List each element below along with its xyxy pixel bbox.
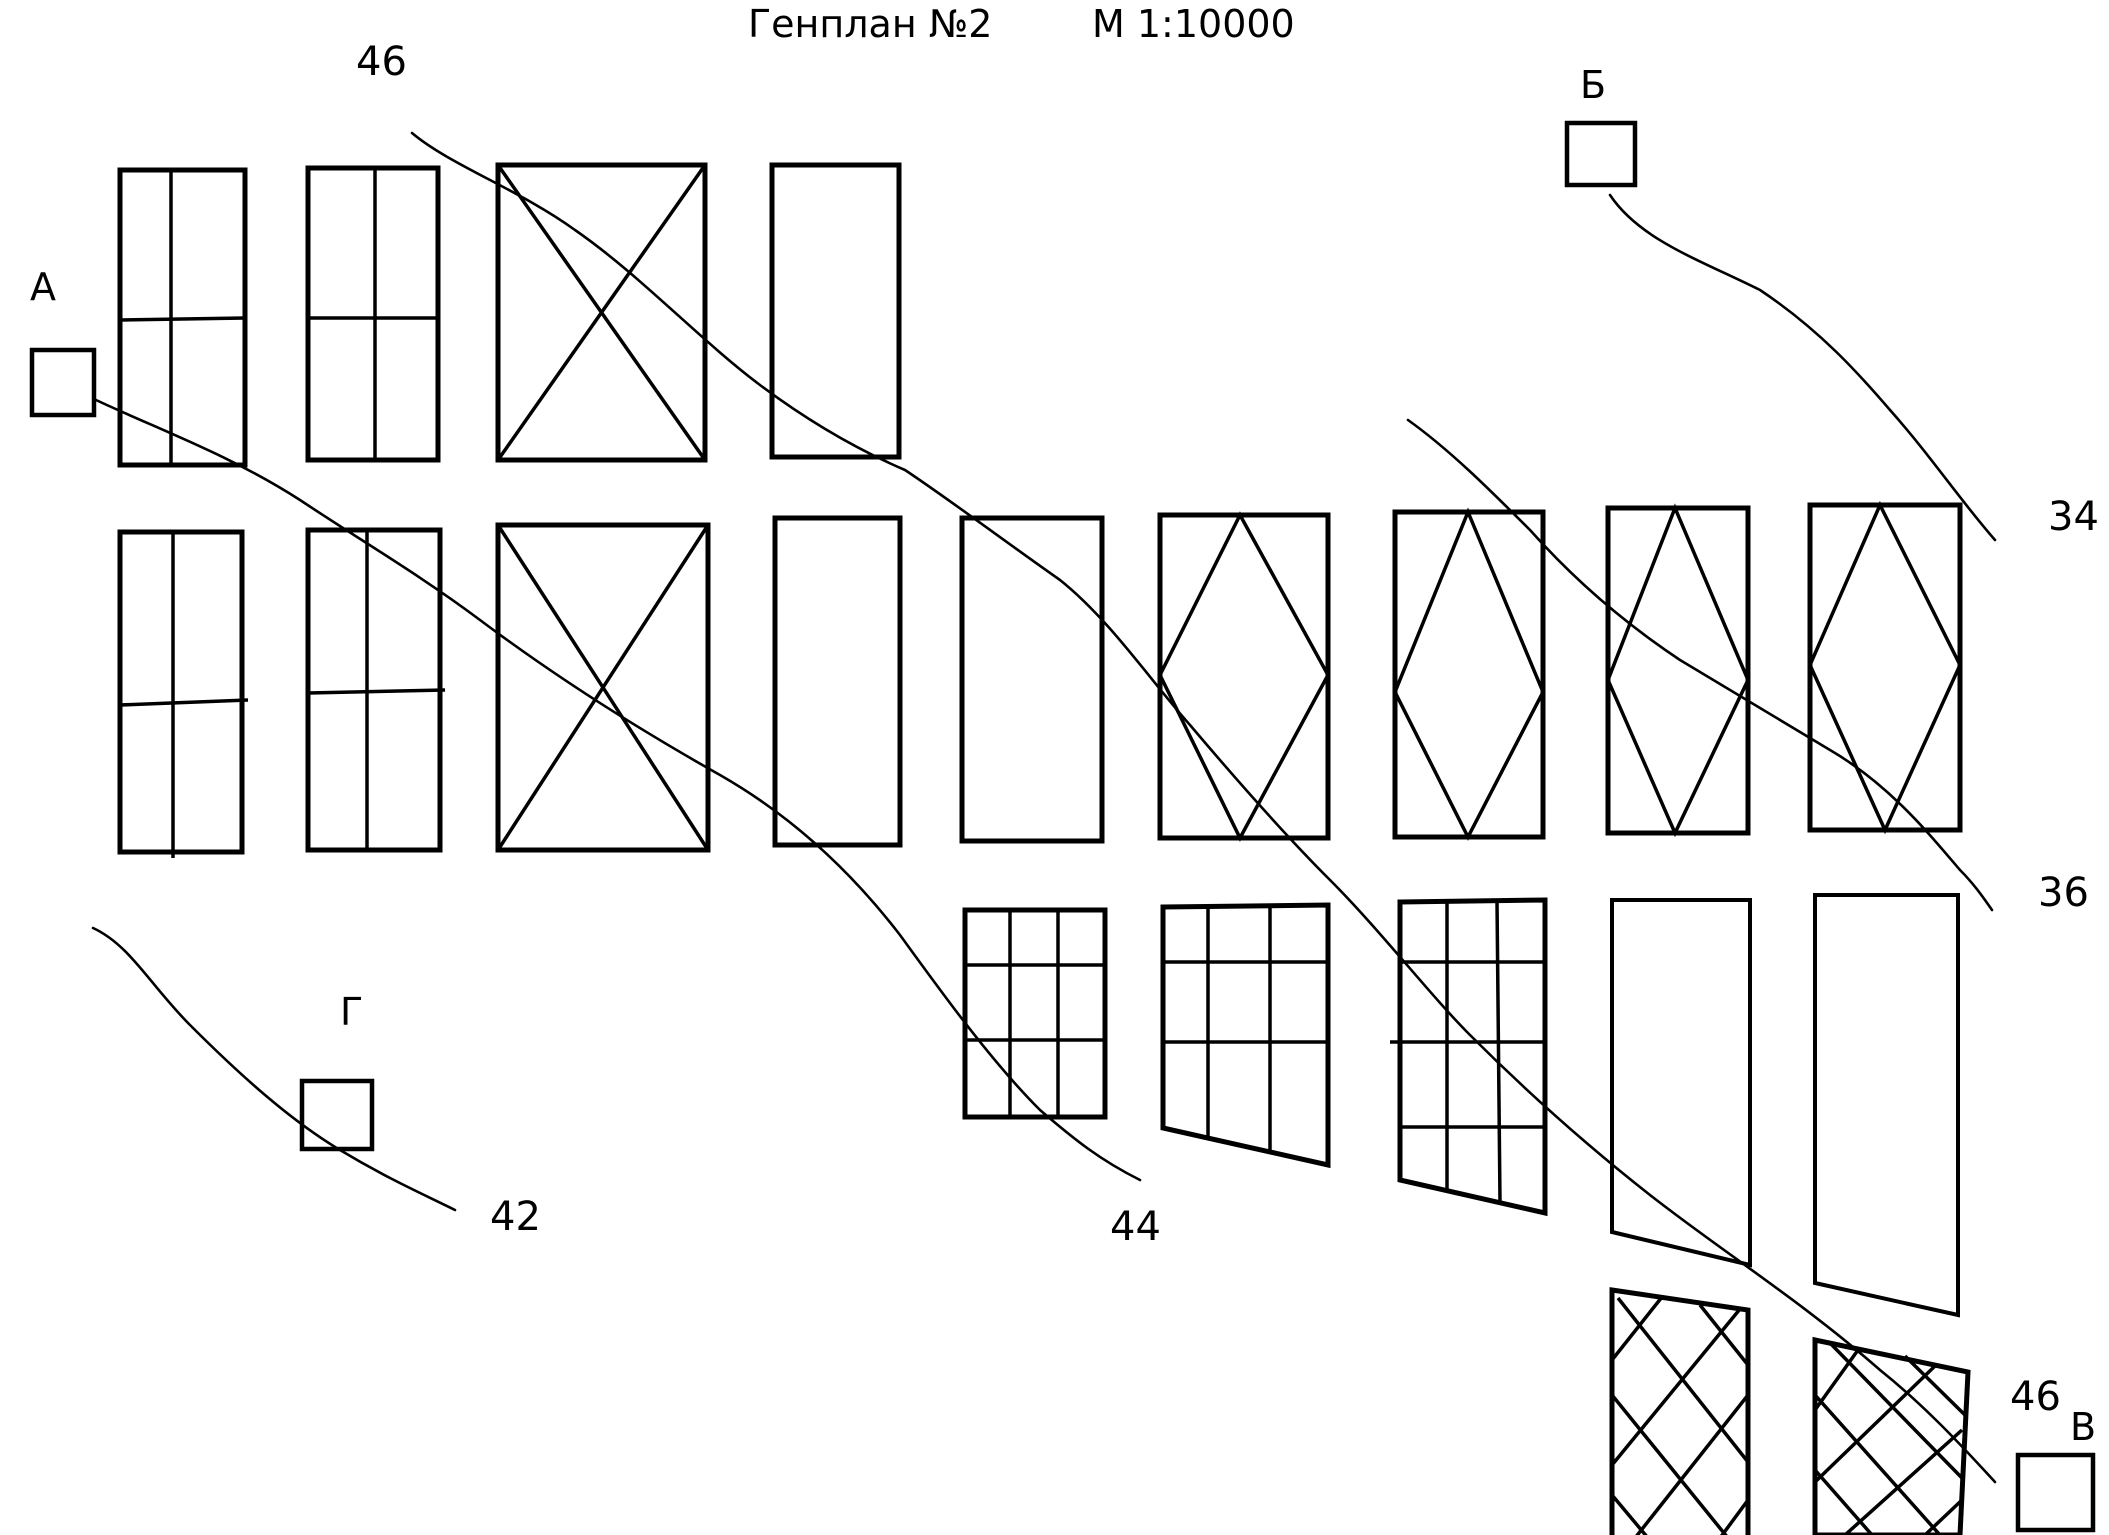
- building-r4-1: [1609, 1287, 1751, 1535]
- point-a-marker: [29, 347, 97, 418]
- contour-46-lower: [94, 398, 1142, 1182]
- contour-label-36: 36: [2038, 870, 2089, 916]
- building-r1-2: [305, 165, 441, 463]
- contour-label-46-top: 46: [356, 39, 407, 85]
- contour-lines: [91, 131, 1997, 1484]
- point-v-label: В: [2070, 1405, 2096, 1449]
- point-v-marker: [2015, 1452, 2096, 1533]
- building-r2-3: [495, 522, 711, 853]
- point-g-label: Г: [340, 990, 363, 1034]
- building-r3-4: [1610, 898, 1752, 1268]
- building-r3-1: [962, 907, 1108, 1120]
- point-b-marker: [1564, 120, 1638, 188]
- contour-label-46-bottom: 46: [2010, 1374, 2061, 1420]
- building-r2-2: [305, 527, 446, 853]
- building-r4-2: [1812, 1336, 1971, 1535]
- plan-title: Генплан №2: [748, 2, 992, 46]
- building-r2-5: [959, 515, 1105, 844]
- building-r2-9: [1807, 500, 1963, 835]
- building-r3-3: [1390, 897, 1548, 1217]
- plan-scale: М 1:10000: [1092, 2, 1295, 46]
- building-r2-6: [1157, 511, 1331, 842]
- building-r2-1: [117, 529, 249, 858]
- building-r2-7: [1392, 507, 1546, 841]
- building-r3-5: [1813, 893, 1960, 1318]
- contour-42: [91, 926, 457, 1212]
- building-r2-4: [772, 515, 903, 848]
- building-r1-1: [117, 167, 248, 468]
- contour-34: [1608, 193, 1997, 542]
- building-r3-2: [1160, 902, 1331, 1169]
- contour-label-42: 42: [490, 1194, 541, 1240]
- contour-label-34: 34: [2048, 494, 2099, 540]
- point-g-marker: [299, 1078, 375, 1152]
- point-b-label: Б: [1580, 63, 1606, 107]
- contour-46-upper: [410, 131, 1997, 1484]
- building-r1-4: [769, 162, 902, 460]
- point-a-label: А: [30, 265, 56, 309]
- building-r2-8: [1605, 503, 1751, 838]
- building-r1-3: [495, 162, 708, 463]
- contour-label-44: 44: [1110, 1204, 1161, 1250]
- contour-36: [1406, 418, 1994, 912]
